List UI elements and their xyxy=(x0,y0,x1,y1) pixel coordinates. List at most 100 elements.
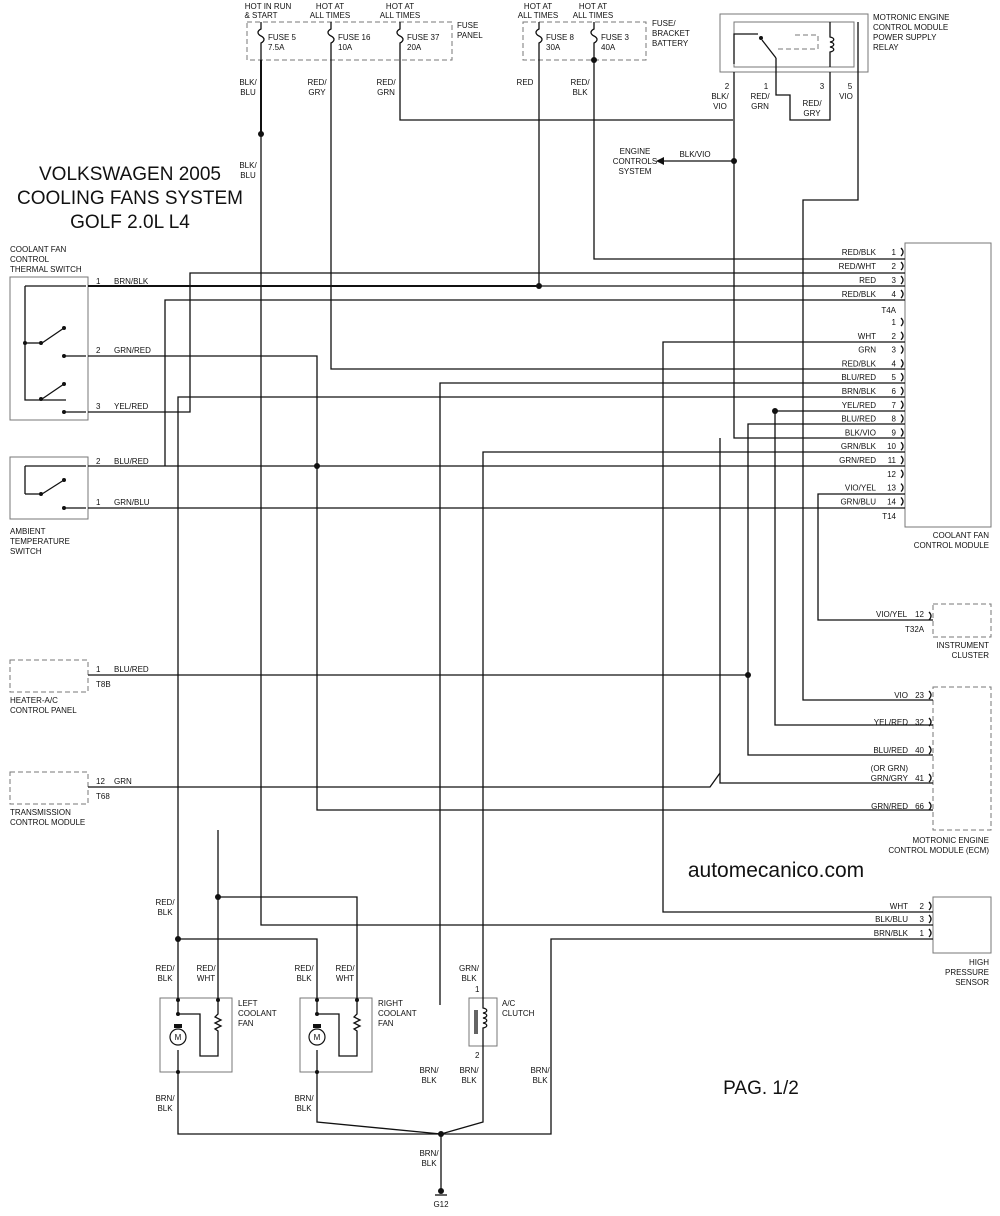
cluster-label-2: CLUSTER xyxy=(952,651,990,660)
ecm-wire-66: GRN/RED xyxy=(871,802,908,811)
fuse8-wire: RED xyxy=(517,78,534,87)
left-coolant-fan: M xyxy=(159,997,233,1073)
sensor-terminal-3 xyxy=(928,914,932,924)
heater-label-2: CONTROL PANEL xyxy=(10,706,77,715)
fuse16-name: FUSE 16 xyxy=(338,33,371,42)
fuse-panel-label-1: FUSE xyxy=(457,21,478,30)
fuse3-name: FUSE 3 xyxy=(601,33,630,42)
cm-t14-terminal-4 xyxy=(900,358,904,368)
cm-t4a-pin-1: 1 xyxy=(892,248,897,257)
fuse5-wire-2: BLU xyxy=(240,88,256,97)
fuse5-hot-line1: HOT IN RUN xyxy=(245,2,292,11)
cluster-label-1: INSTRUMENT xyxy=(937,641,990,650)
t4a-connector: T4A xyxy=(881,306,896,315)
ecm-wire-23: VIO xyxy=(894,691,908,700)
cm-t14-pin-5: 5 xyxy=(892,373,897,382)
ac-label-1: A/C xyxy=(502,999,516,1008)
cm-t14-terminal-13 xyxy=(900,483,904,493)
fuse3-symbol xyxy=(590,22,598,60)
fan-feed-wire-2: BLK xyxy=(157,908,173,917)
fuse5-wire-1: BLK/ xyxy=(239,78,257,87)
cm-t14-pin-6: 6 xyxy=(892,387,897,396)
fuse-panel: HOT IN RUN & START HOT AT ALL TIMES HOT … xyxy=(244,2,483,61)
ecm-wire-32: YEL/RED xyxy=(874,718,908,727)
relay-wire-red-gry-1: RED/ xyxy=(802,99,822,108)
fuse16-symbol xyxy=(327,22,335,60)
relay-pin-5: 5 xyxy=(848,82,853,91)
thermal-wire-2: GRN/RED xyxy=(114,346,151,355)
fuse-bracket: HOT AT ALL TIMES HOT AT ALL TIMES FUSE/ … xyxy=(518,2,690,61)
instrument-cluster xyxy=(932,603,992,638)
sensor-wire-3: BLK/BLU xyxy=(875,915,908,924)
left-fan-wire-a2: BLK xyxy=(157,974,173,983)
thermal-wire-1: BRN/BLK xyxy=(114,277,149,286)
ac-pin-1: 1 xyxy=(475,985,480,994)
cm-t14-terminal-1 xyxy=(900,317,904,327)
cm-t4a-terminal-3 xyxy=(900,275,904,285)
left-fan-gnd-1: BRN/ xyxy=(155,1094,175,1103)
thermal-pin-2: 2 xyxy=(96,346,101,355)
title-line-2: COOLING FANS SYSTEM xyxy=(17,188,243,209)
ecm-wire-40: BLU/RED xyxy=(873,746,908,755)
engine-controls-wire: BLK/VIO xyxy=(679,150,710,159)
cm-t14-pin-3: 3 xyxy=(892,346,897,355)
cm-t14-pin-14: 14 xyxy=(887,497,896,506)
cm-t14-wire-4: RED/BLK xyxy=(842,359,877,368)
cm-t14-pin-13: 13 xyxy=(887,484,896,493)
cm-t4a-wire-3: RED xyxy=(859,276,876,285)
relay-pin-2: 2 xyxy=(725,82,730,91)
ecm-terminal-23 xyxy=(928,690,932,700)
ecm-wire-41: GRN/GRY xyxy=(871,774,909,783)
tcm-label-2: CONTROL MODULE xyxy=(10,818,85,827)
fuse8-symbol xyxy=(535,22,543,60)
cm-t4a-wire-2: RED/WHT xyxy=(839,262,876,271)
fuse3-hot-line1: HOT AT xyxy=(579,2,607,11)
engine-controls-1: ENGINE xyxy=(620,147,651,156)
cm-t14-wire-7: YEL/RED xyxy=(842,401,876,410)
fuse3-wire-2: BLK xyxy=(572,88,588,97)
relay-coil xyxy=(829,22,835,67)
cm-t14-terminal-10 xyxy=(900,441,904,451)
ecm-pin-32: 32 xyxy=(915,718,924,727)
cluster-terminal xyxy=(928,611,932,621)
relay-contact xyxy=(761,39,777,59)
ecm-pin-40: 40 xyxy=(915,746,924,755)
cm-t4a-wire-1: RED/BLK xyxy=(842,248,877,257)
right-motor-symbol: M xyxy=(314,1033,321,1042)
gnd-wire-a2: BLK xyxy=(421,1076,437,1085)
left-fan-label-1: LEFT xyxy=(238,999,258,1008)
ground-icon xyxy=(435,1134,447,1196)
heater-wire: BLU/RED xyxy=(114,665,149,674)
cm-t14-terminal-7 xyxy=(900,400,904,410)
ac-wire-b1: BRN/ xyxy=(459,1066,479,1075)
tcm-conn: T68 xyxy=(96,792,110,801)
cluster-pin: 12 xyxy=(915,610,924,619)
ecm-label-2: CONTROL MODULE (ECM) xyxy=(888,846,989,855)
relay-label-4: RELAY xyxy=(873,43,899,52)
right-fan-wire-b2: WHT xyxy=(336,974,354,983)
cm-t4a-pin-2: 2 xyxy=(892,262,897,271)
cm-t14-wire-14: GRN/BLU xyxy=(840,497,876,506)
cluster-wire: VIO/YEL xyxy=(876,610,908,619)
ambient-wire-1: GRN/BLU xyxy=(114,498,150,507)
cm-t14-wire-10: GRN/BLK xyxy=(841,442,877,451)
ground-g12: G12 xyxy=(433,1200,449,1209)
left-fan-label-3: FAN xyxy=(238,1019,254,1028)
thermal-switch-label-2: CONTROL xyxy=(10,255,50,264)
fuse3-hot-line2: ALL TIMES xyxy=(573,11,613,20)
sensor-terminal-1 xyxy=(928,928,932,938)
cm-t14-wire-8: BLU/RED xyxy=(841,415,876,424)
ambient-label-3: SWITCH xyxy=(10,547,42,556)
fuse5-symbol xyxy=(257,22,265,60)
fuse37-hot-line1: HOT AT xyxy=(386,2,414,11)
cm-t4a-wire-4: RED/BLK xyxy=(842,290,877,299)
coolant-module-label-1: COOLANT FAN xyxy=(933,531,990,540)
fuse37-symbol xyxy=(396,22,404,60)
fuse5-rating: 7.5A xyxy=(268,43,285,52)
left-motor-symbol: M xyxy=(175,1033,182,1042)
fuse37-hot-line2: ALL TIMES xyxy=(380,11,420,20)
cm-t14-wire-2: WHT xyxy=(858,332,876,341)
fuse37-wire-1: RED/ xyxy=(376,78,396,87)
thermal-wire-3: YEL/RED xyxy=(114,402,148,411)
